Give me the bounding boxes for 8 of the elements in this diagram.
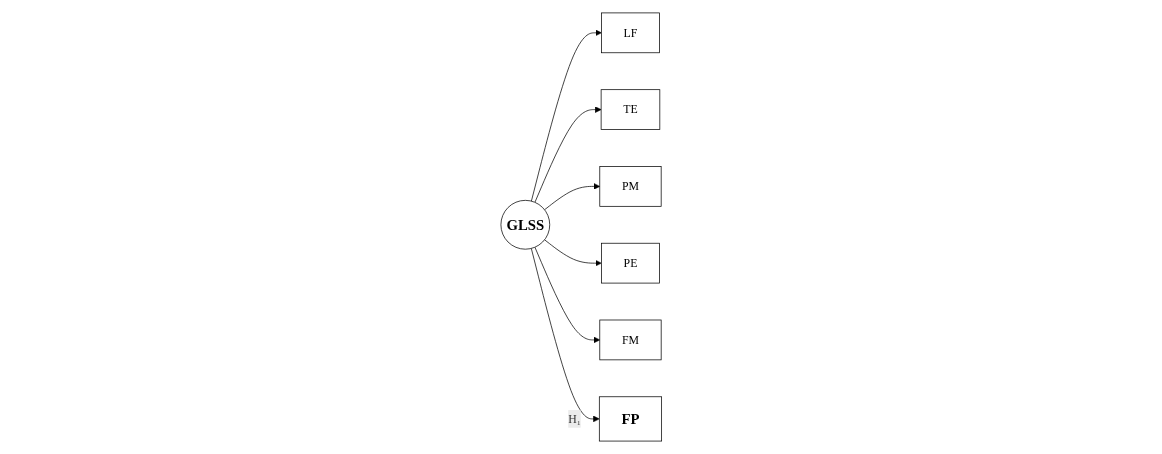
- node-box: TE: [600, 89, 660, 130]
- edge-label: H₁: [567, 412, 581, 425]
- node-box: FP: [598, 396, 662, 442]
- node-box: PE: [600, 242, 660, 284]
- node-box: LF: [600, 12, 660, 54]
- node-box: FM: [599, 319, 662, 361]
- node-circle: GLSS: [500, 200, 550, 250]
- node-box: PM: [599, 166, 662, 207]
